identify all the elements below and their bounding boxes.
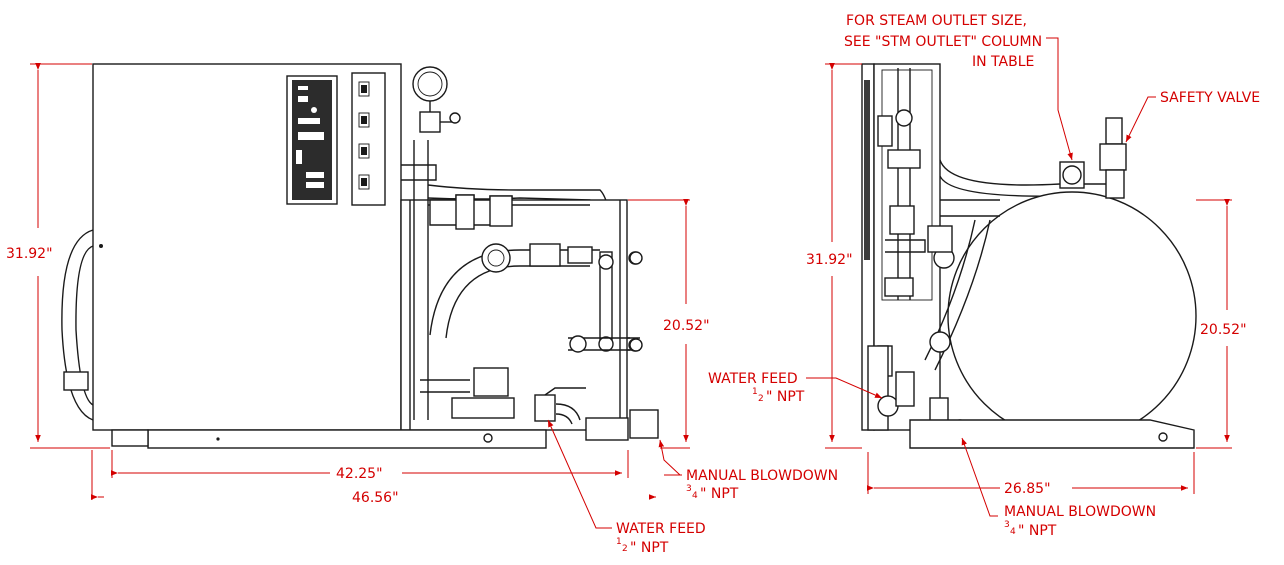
side-view xyxy=(861,63,1197,449)
front-height-overall-label: 31.92" xyxy=(6,246,53,262)
side-piping xyxy=(884,68,1110,300)
side-waterfeed-frac-num: 1 xyxy=(752,387,758,397)
side-blowdown-suffix: " NPT xyxy=(1018,523,1057,539)
side-height-overall-label: 31.92" xyxy=(806,252,853,268)
front-blowdown-label: MANUAL BLOWDOWN xyxy=(686,468,838,484)
switch-panel xyxy=(351,72,386,206)
front-blowdown-suffix: " NPT xyxy=(700,486,739,502)
front-waterfeed-label: WATER FEED xyxy=(616,521,706,537)
side-waterfeed-frac-den: 2 xyxy=(758,394,764,404)
front-blowdown-frac-den: 4 xyxy=(692,491,698,501)
safety-valve xyxy=(1099,117,1127,199)
side-base xyxy=(909,419,1195,449)
side-blowdown-frac-den: 4 xyxy=(1010,527,1016,537)
front-piping-overlay xyxy=(413,194,659,441)
front-width-overall-label: 46.56" xyxy=(352,490,399,506)
cabinet-screw xyxy=(99,244,103,248)
side-dimensions xyxy=(806,37,1232,517)
front-dimensions xyxy=(30,63,690,529)
side-height-vessel-label: 20.52" xyxy=(1200,322,1247,338)
steam-outlet-line2: SEE "STM OUTLET" COLUMN xyxy=(844,34,1042,50)
pressure-gauge xyxy=(412,66,461,133)
side-depth-label: 26.85" xyxy=(1004,481,1051,497)
side-blowdown-frac-num: 3 xyxy=(1004,520,1010,530)
side-waterfeed-label: WATER FEED xyxy=(708,371,798,387)
front-waterfeed-frac-num: 1 xyxy=(616,537,622,547)
steam-outlet xyxy=(1059,161,1085,189)
front-waterfeed-frac-den: 2 xyxy=(622,544,628,554)
front-width-base-label: 42.25" xyxy=(336,466,383,482)
steam-outlet-line3: IN TABLE xyxy=(972,54,1034,70)
steam-outlet-line1: FOR STEAM OUTLET SIZE, xyxy=(846,13,1027,29)
control-panel xyxy=(286,75,338,205)
front-waterfeed-suffix: " NPT xyxy=(630,540,669,556)
safety-valve-label: SAFETY VALVE xyxy=(1160,90,1260,106)
side-waterfeed-suffix: " NPT xyxy=(766,389,805,405)
front-height-vessel-label: 20.52" xyxy=(663,318,710,334)
vessel-frame-front xyxy=(400,199,628,431)
side-blowdown-label: MANUAL BLOWDOWN xyxy=(1004,504,1156,520)
control-cabinet xyxy=(92,63,402,431)
front-blowdown-frac-num: 3 xyxy=(686,484,692,494)
front-view xyxy=(61,63,659,449)
boiler-vessel xyxy=(947,191,1197,441)
